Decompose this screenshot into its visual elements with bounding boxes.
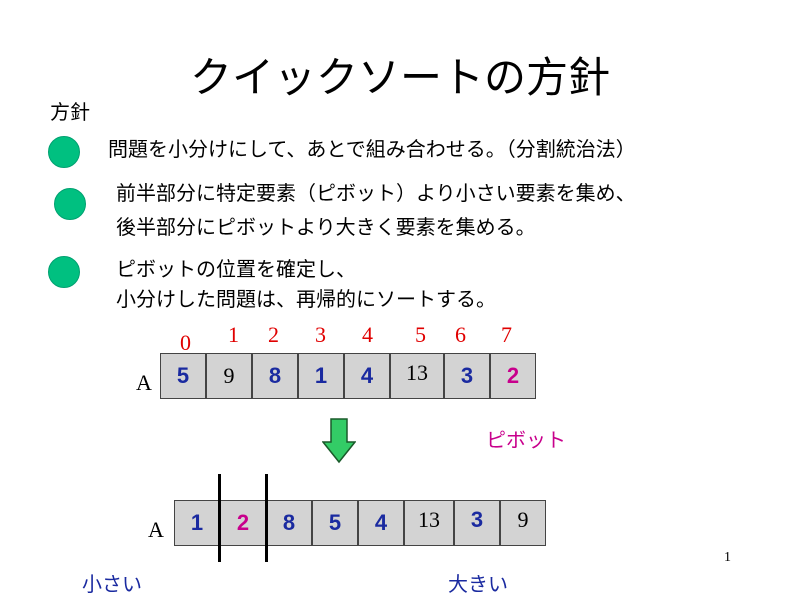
- index-2: 2: [268, 322, 279, 347]
- array-label-after: A: [148, 517, 164, 542]
- before-cell-5: 13: [390, 353, 444, 399]
- index-6: 6: [455, 322, 466, 347]
- before-cell-0: 5: [160, 353, 206, 399]
- bullet-3-line-1: ピボットの位置を確定し、: [116, 257, 356, 281]
- array-label-before: A: [136, 370, 152, 395]
- after-cell-5: 13: [404, 500, 454, 546]
- before-cell-6: 3: [444, 353, 490, 399]
- small-label: 小さい: [82, 572, 142, 596]
- after-cell-2: 8: [266, 500, 312, 546]
- index-5: 5: [415, 322, 426, 347]
- index-1: 1: [228, 322, 239, 347]
- bullet-1-line-1: 問題を小分けにして、あとで組み合わせる。（分割統治法）: [108, 137, 636, 161]
- index-4: 4: [362, 322, 373, 347]
- partition-divider-right: [265, 474, 268, 562]
- before-cell-3: 1: [298, 353, 344, 399]
- before-cell-2: 8: [252, 353, 298, 399]
- index-0: 0: [180, 330, 191, 355]
- bullet-icon-2: [54, 188, 86, 220]
- after-cell-1: 2: [220, 500, 266, 546]
- bullet-3-line-2: 小分けした問題は、再帰的にソートする。: [116, 287, 496, 311]
- index-7: 7: [501, 322, 512, 347]
- bullet-2-line-1: 前半部分に特定要素（ピボット）より小さい要素を集め、: [116, 181, 636, 205]
- before-cell-7: 2: [490, 353, 536, 399]
- partition-divider-left: [218, 474, 221, 562]
- bullet-icon-1: [48, 136, 80, 168]
- pivot-label: ピボット: [486, 428, 566, 452]
- index-3: 3: [315, 322, 326, 347]
- bullet-2-line-2: 後半部分にピボットより大きく要素を集める。: [116, 215, 536, 239]
- before-cell-4: 4: [344, 353, 390, 399]
- after-cell-6: 3: [454, 500, 500, 546]
- down-arrow-icon: [322, 418, 356, 464]
- after-cell-3: 5: [312, 500, 358, 546]
- after-cell-4: 4: [358, 500, 404, 546]
- before-cell-1: 9: [206, 353, 252, 399]
- subheading: 方針: [50, 100, 90, 124]
- bullet-icon-3: [48, 256, 80, 288]
- after-cell-0: 1: [174, 500, 220, 546]
- after-cell-7: 9: [500, 500, 546, 546]
- page-number: 1: [724, 550, 731, 565]
- slide-title: クイックソートの方針: [189, 53, 610, 102]
- large-label: 大きい: [448, 572, 508, 596]
